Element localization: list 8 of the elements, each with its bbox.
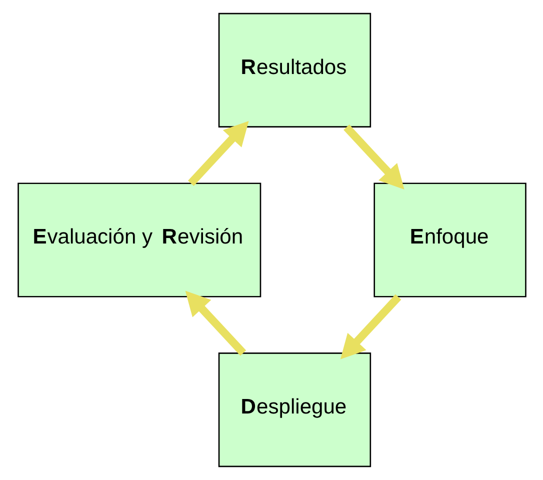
arrow (187, 120, 248, 186)
arrow (343, 124, 404, 190)
node-box: Despliegue (218, 352, 371, 468)
arrow (340, 294, 401, 360)
arrow (184, 290, 246, 356)
node-box: Resultados (218, 12, 371, 128)
node-box: Enfoque (373, 182, 526, 298)
node-box: Evaluación y Revisión (17, 182, 261, 298)
